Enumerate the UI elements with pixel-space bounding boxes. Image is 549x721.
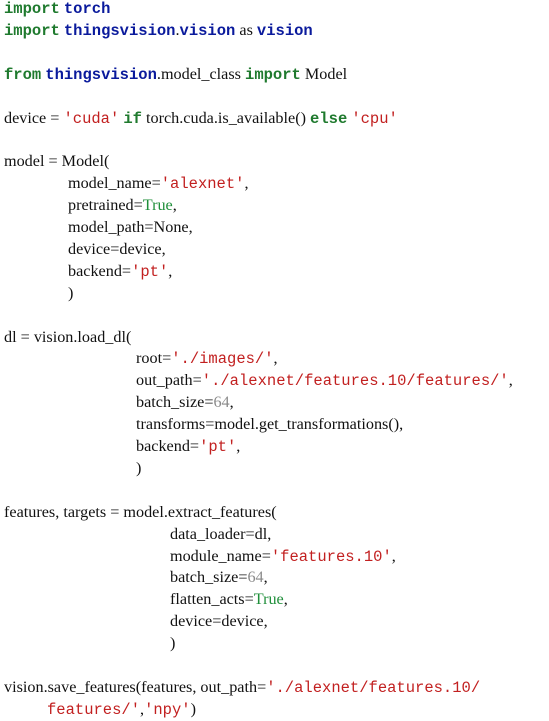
code-keyword: import: [245, 65, 301, 84]
code-string: './alexnet/features.10/features/': [201, 372, 509, 391]
code-string: 'npy': [144, 700, 191, 719]
code-line: vision.save_features(features, out_path=…: [4, 676, 480, 698]
code-boolean: True: [253, 590, 284, 609]
code-text: model = Model(: [4, 152, 110, 171]
code-line: device = 'cuda' if torch.cuda.is_availab…: [4, 107, 398, 129]
code-string: 'pt': [199, 438, 237, 456]
code-text: out_path=: [136, 371, 202, 390]
code-module: torch: [63, 0, 111, 18]
code-line: features, targets = model.extract_featur…: [4, 501, 277, 523]
code-line: import torch: [4, 0, 110, 19]
code-text: .model_class: [156, 64, 246, 83]
code-text: ,: [168, 261, 173, 280]
code-line: model_path=None,: [68, 216, 193, 238]
code-number: 64: [213, 393, 230, 412]
code-line: transforms=model.get_transformations(),: [136, 413, 403, 435]
code-number: 64: [247, 568, 264, 587]
code-text: module_name=: [170, 546, 271, 565]
code-module: thingsvision: [63, 21, 176, 40]
code-line: flatten_acts=True,: [170, 588, 288, 610]
code-text: model_path=None,: [68, 218, 193, 236]
code-line: backend='pt',: [136, 435, 240, 457]
code-text: backend=: [136, 437, 200, 455]
code-line: batch_size=64,: [170, 566, 268, 588]
code-text: ,: [391, 546, 396, 565]
code-line: from thingsvision.model_class import Mod…: [4, 63, 347, 85]
code-line: module_name='features.10',: [170, 545, 396, 567]
code-string: 'cpu': [351, 109, 398, 128]
code-text: ,: [244, 174, 249, 193]
code-line: ): [68, 282, 73, 304]
code-text: flatten_acts=: [170, 590, 254, 609]
code-keyword: from: [4, 65, 42, 84]
code-module: vision: [256, 21, 313, 40]
code-text: ,: [229, 393, 234, 412]
code-boolean: True: [142, 196, 173, 215]
code-line: data_loader=dl,: [170, 523, 271, 545]
code-text: device=device,: [68, 239, 166, 258]
code-string: './images/': [171, 350, 274, 369]
code-module: vision: [179, 21, 236, 40]
code-line: import thingsvision.vision as vision: [4, 19, 313, 41]
code-line: device=device,: [68, 238, 166, 260]
code-text: torch.cuda.is_available(): [141, 108, 311, 127]
code-line: backend='pt',: [68, 260, 172, 282]
code-keyword: else: [310, 109, 348, 128]
code-line: root='./images/',: [136, 347, 278, 369]
code-line: features/','npy'): [47, 698, 196, 720]
code-text: ,: [172, 196, 177, 215]
code-text: ,: [273, 349, 278, 368]
code-string: 'alexnet': [160, 175, 245, 194]
code-line: model = Model(: [4, 150, 109, 172]
code-module: thingsvision: [45, 65, 157, 84]
code-text: features, targets = model.extract_featur…: [4, 502, 277, 521]
code-text: backend=: [68, 261, 132, 280]
code-line: ): [136, 457, 141, 479]
code-text: vision.save_features(features, out_path=: [4, 677, 267, 696]
code-line: ): [170, 632, 175, 654]
code-line: dl = vision.load_dl(: [4, 326, 131, 348]
code-text: model_name=: [68, 174, 161, 193]
code-keyword: import: [4, 21, 60, 40]
code-string: './alexnet/features.10/: [266, 678, 481, 697]
code-text: transforms=model.get_transformations(),: [136, 415, 404, 434]
code-text: ,: [508, 371, 513, 390]
code-keyword: import: [4, 0, 60, 18]
code-text: .: [175, 20, 180, 39]
code-text: dl = vision.load_dl(: [4, 327, 132, 346]
code-text: ,: [283, 590, 288, 609]
code-keyword: if: [123, 109, 142, 128]
code-text: device=device,: [170, 612, 268, 631]
code-text: as: [235, 20, 257, 39]
code-line: pretrained=True,: [68, 194, 177, 216]
code-line: device=device,: [170, 610, 268, 632]
code-text: batch_size=: [170, 568, 248, 587]
code-line: batch_size=64,: [136, 391, 234, 413]
code-line: out_path='./alexnet/features.10/features…: [136, 369, 513, 391]
code-text: ): [190, 699, 196, 718]
code-line: model_name='alexnet',: [68, 172, 249, 194]
code-string: 'features.10': [270, 547, 392, 566]
code-text: ,: [263, 568, 268, 587]
code-text: data_loader=dl,: [170, 524, 272, 543]
code-text: batch_size=: [136, 393, 214, 412]
code-text: pretrained=: [68, 196, 143, 215]
code-text: ,: [236, 437, 241, 455]
code-text: Model: [300, 64, 348, 83]
code-text: ): [136, 458, 142, 477]
code-string: 'pt': [131, 262, 169, 281]
code-string: features/': [47, 700, 141, 719]
code-text: ): [170, 634, 176, 653]
code-string: 'cuda': [63, 109, 120, 128]
code-text: device =: [4, 108, 64, 127]
code-text: root=: [136, 349, 172, 368]
code-text: ): [68, 283, 74, 302]
